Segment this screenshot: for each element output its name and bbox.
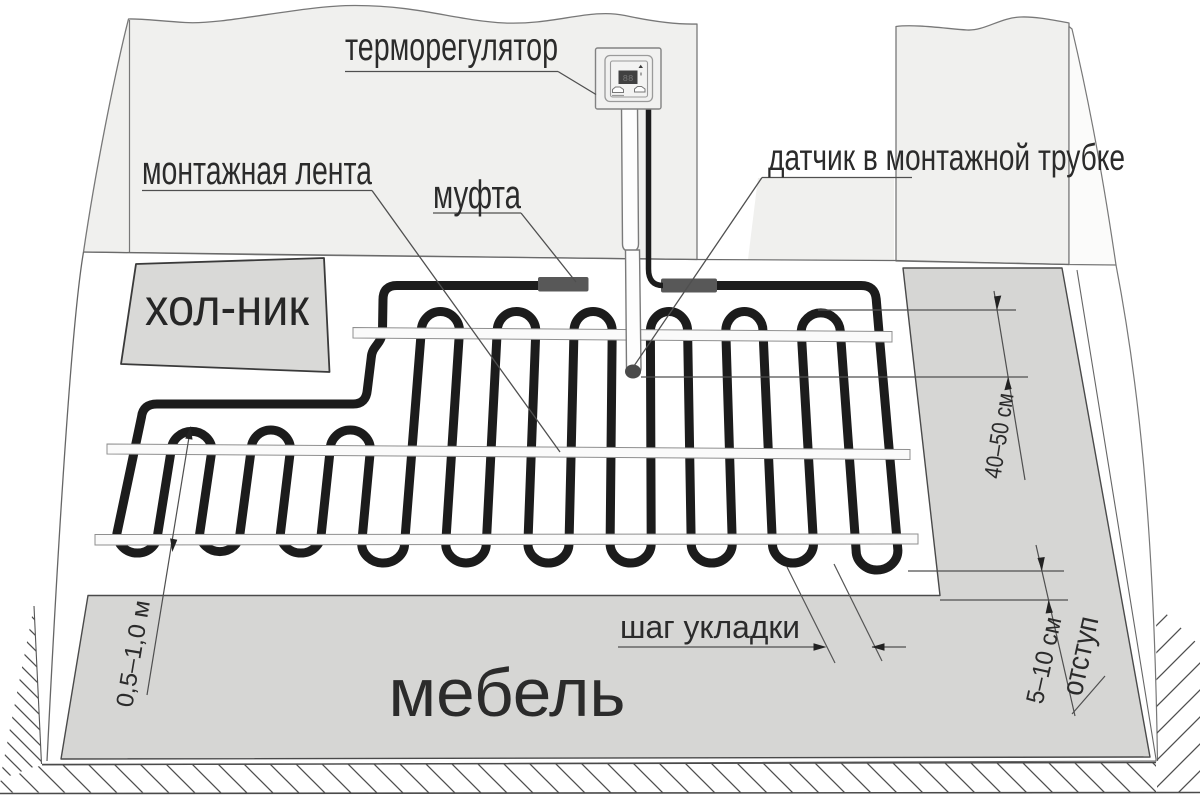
- svg-text:датчик в монтажной трубке: датчик в монтажной трубке: [768, 137, 1125, 178]
- svg-text:88: 88: [623, 74, 634, 84]
- svg-text:хол-ник: хол-ник: [145, 279, 309, 337]
- svg-text:шаг укладки: шаг укладки: [620, 609, 800, 645]
- svg-text:терморегулятор: терморегулятор: [345, 26, 558, 69]
- svg-text:монтажная лента: монтажная лента: [142, 149, 373, 193]
- svg-text:муфта: муфта: [433, 173, 522, 217]
- svg-text:мебель: мебель: [389, 655, 626, 731]
